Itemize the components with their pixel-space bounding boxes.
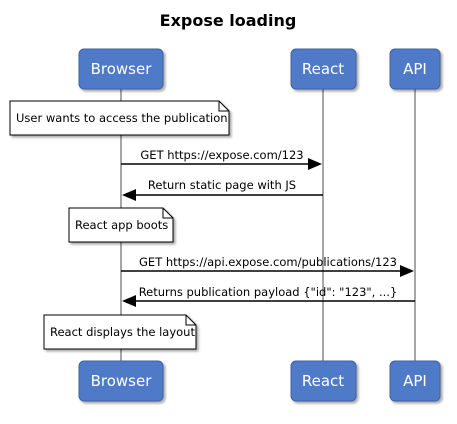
note-react-boots-text: React app boots bbox=[75, 218, 168, 232]
actor-browser-top-label: Browser bbox=[91, 60, 153, 78]
note-react-displays: React displays the layout bbox=[43, 314, 197, 350]
message-return-static: Return static page with JS bbox=[122, 178, 323, 201]
actor-api-bottom-label: API bbox=[403, 372, 427, 390]
diagram-title: Expose loading bbox=[160, 11, 297, 30]
actor-browser-bottom: Browser bbox=[78, 360, 164, 402]
message-get-api-label: GET https://api.expose.com/publications/… bbox=[139, 255, 397, 269]
message-return-static-label: Return static page with JS bbox=[148, 178, 296, 192]
message-get-api: GET https://api.expose.com/publications/… bbox=[121, 255, 414, 277]
arrowhead-icon bbox=[400, 265, 414, 277]
actor-browser-top: Browser bbox=[78, 48, 164, 90]
message-get-expose: GET https://expose.com/123 bbox=[121, 148, 322, 170]
arrowhead-icon bbox=[308, 158, 322, 170]
actor-react-bottom: React bbox=[290, 360, 357, 402]
actor-react-top-label: React bbox=[302, 60, 344, 78]
note-user-wants: User wants to access the publication bbox=[9, 100, 230, 136]
note-react-displays-text: React displays the layout bbox=[50, 325, 195, 339]
actor-browser-bottom-label: Browser bbox=[91, 372, 153, 390]
actor-api-top: API bbox=[389, 48, 441, 90]
arrowhead-icon bbox=[122, 295, 136, 307]
actor-react-top: React bbox=[290, 48, 357, 90]
note-user-wants-text: User wants to access the publication bbox=[16, 111, 228, 125]
arrowhead-icon bbox=[122, 189, 136, 201]
actor-api-top-label: API bbox=[403, 60, 427, 78]
actor-react-bottom-label: React bbox=[302, 372, 344, 390]
message-returns-payload: Returns publication payload {"id": "123"… bbox=[122, 285, 415, 307]
note-react-boots: React app boots bbox=[68, 207, 174, 243]
message-get-expose-label: GET https://expose.com/123 bbox=[140, 148, 303, 162]
message-returns-payload-label: Returns publication payload {"id": "123"… bbox=[139, 285, 398, 299]
actor-api-bottom: API bbox=[389, 360, 441, 402]
